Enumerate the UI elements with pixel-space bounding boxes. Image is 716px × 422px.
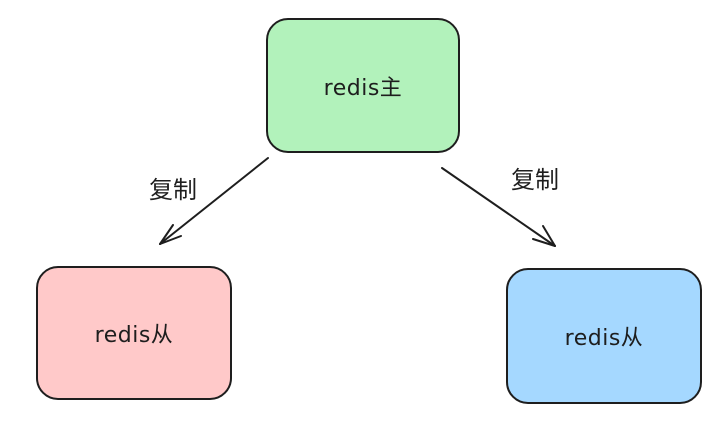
node-redis-slave-right[interactable]: redis从 xyxy=(506,268,702,404)
edge-label-replicate-left: 复制 xyxy=(149,176,197,204)
node-redis-master[interactable]: redis主 xyxy=(266,18,460,153)
node-redis-slave-right-label: redis从 xyxy=(564,326,644,351)
edge-label-replicate-right: 复制 xyxy=(511,166,559,194)
node-redis-master-label: redis主 xyxy=(323,75,403,101)
node-redis-slave-left-label: redis从 xyxy=(94,323,174,348)
node-redis-slave-left[interactable]: redis从 xyxy=(36,266,232,400)
